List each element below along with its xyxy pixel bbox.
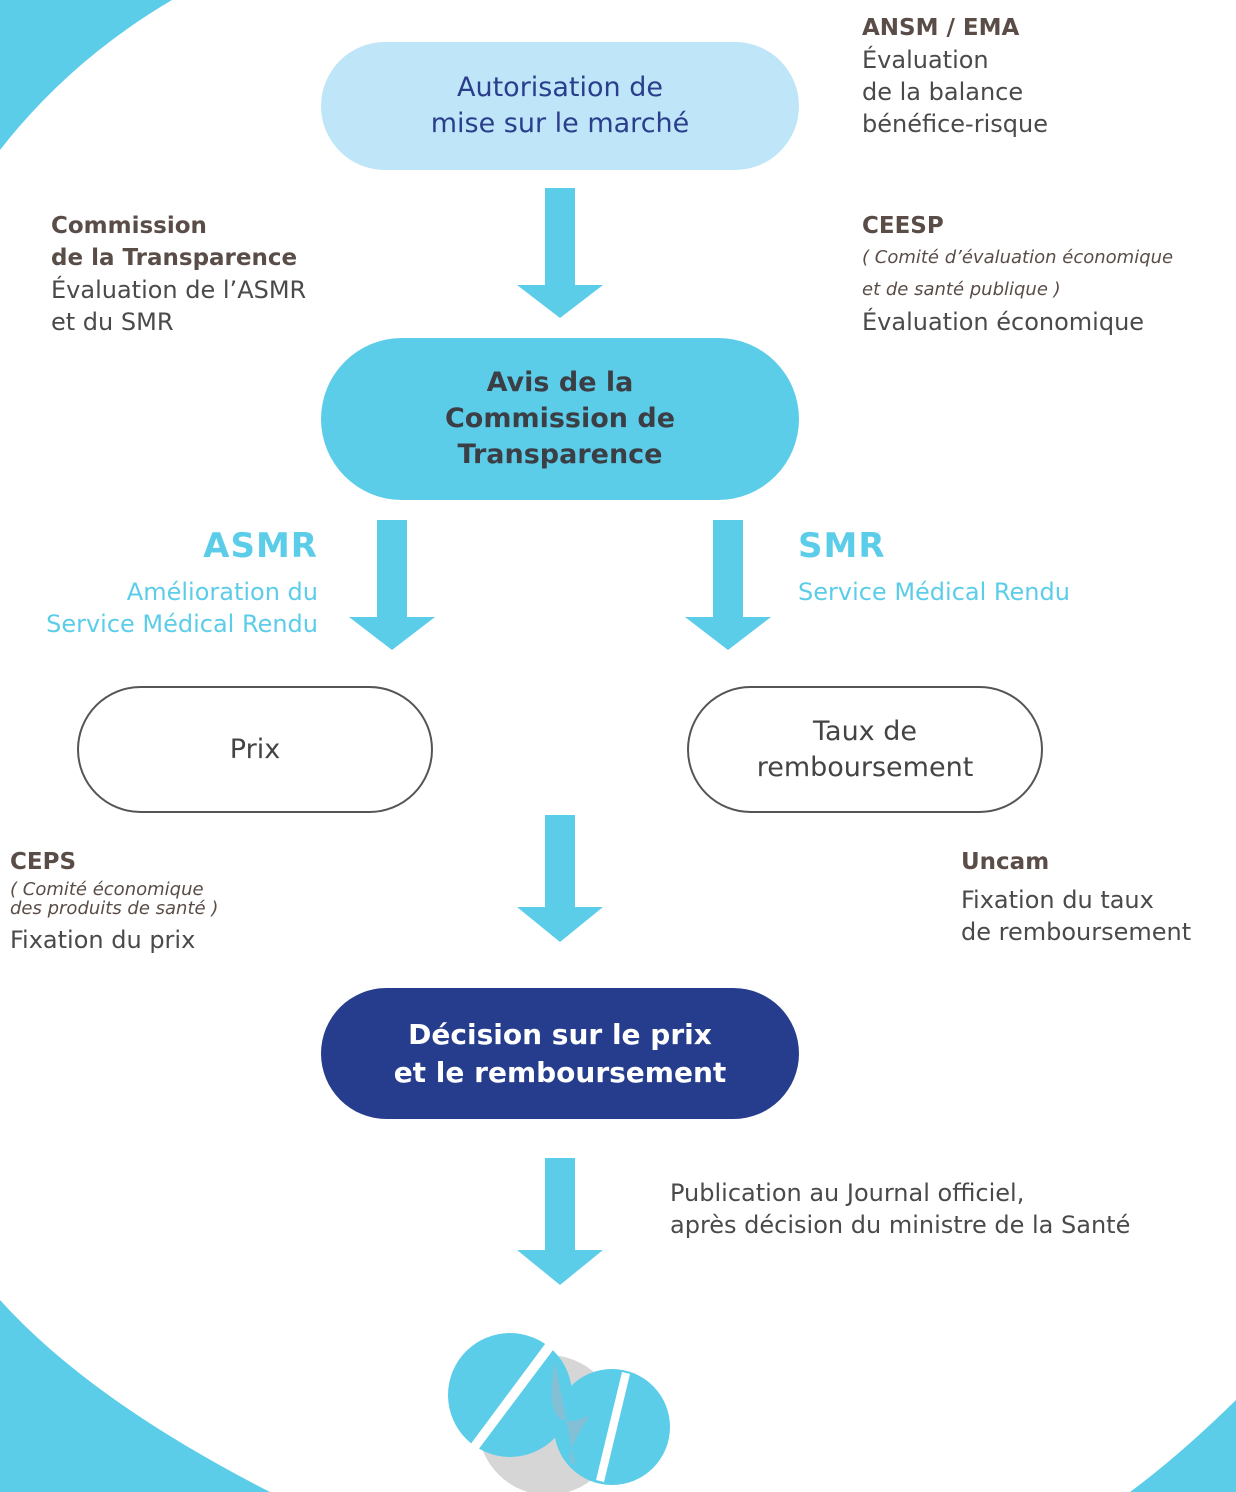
annotation-text: Service Médical Rendu [46, 610, 318, 638]
annotation-text: de la balance [862, 78, 1024, 106]
annotation-subtitle: ( Comité économique [10, 879, 204, 900]
arrow-down-icon [349, 520, 435, 650]
annotation-title: SMR [798, 526, 886, 566]
annotation-ceesp: CEESP ( Comité d’évaluation économique e… [862, 210, 1173, 338]
node-decision: Décision sur le prix et le remboursement [321, 988, 799, 1119]
node-reimbursement-rate: Taux de remboursement [687, 686, 1043, 813]
annotation-smr: SMR Service Médical Rendu [798, 526, 1070, 608]
annotation-subtitle: et de santé publique ) [862, 279, 1061, 300]
annotation-text: Évaluation de l’ASMR [51, 276, 307, 304]
annotation-text: Publication au Journal officiel, [670, 1179, 1025, 1207]
annotation-text: bénéfice-risque [862, 110, 1048, 138]
annotation-asmr: ASMR Amélioration du Service Médical Ren… [0, 526, 318, 640]
arrow-down-icon [517, 1158, 603, 1285]
node-text: Décision sur le prix [408, 1017, 712, 1051]
annotation-text: Amélioration du [126, 578, 318, 606]
node-text: Transparence [457, 439, 663, 470]
annotation-text: Évaluation [862, 46, 989, 74]
annotation-text: Fixation du prix [10, 926, 196, 954]
annotation-ansm: ANSM / EMA Évaluation de la balance béné… [862, 12, 1048, 140]
annotation-subtitle: des produits de santé ) [10, 898, 219, 919]
bottom-left-curve-shape [0, 1300, 270, 1492]
annotation-text: Service Médical Rendu [798, 578, 1070, 606]
node-text: Prix [229, 733, 281, 765]
node-price: Prix [77, 686, 433, 813]
annotation-text: de remboursement [961, 918, 1192, 946]
annotation-title: ANSM / EMA [862, 15, 1020, 41]
annotation-uncam: Uncam Fixation du taux de remboursement [961, 846, 1191, 948]
node-text: mise sur le marché [430, 108, 690, 139]
annotation-title: ASMR [203, 526, 318, 566]
annotation-publication: Publication au Journal officiel, après d… [670, 1177, 1130, 1241]
node-text: Autorisation de [457, 72, 663, 103]
annotation-title: Uncam [961, 849, 1050, 875]
arrow-down-icon [517, 188, 603, 318]
annotation-title: CEESP [862, 213, 944, 239]
node-text: Avis de la [486, 367, 634, 398]
node-text: Taux de [813, 715, 917, 747]
arrow-down-icon [685, 520, 771, 650]
annotation-text: après décision du ministre de la Santé [670, 1211, 1131, 1239]
annotation-text: Fixation du taux [961, 886, 1154, 914]
annotation-ceps: CEPS ( Comité économique des produits de… [10, 846, 218, 956]
top-left-corner-shape [0, 0, 172, 150]
annotation-subtitle: ( Comité d’évaluation économique [862, 247, 1174, 268]
node-text: et le remboursement [393, 1055, 727, 1089]
node-text: Commission de [444, 403, 676, 434]
annotation-commission-transparence: Commission de la Transparence Évaluation… [51, 210, 306, 338]
bottom-right-curve-shape [1130, 1400, 1236, 1492]
arrow-down-icon [517, 815, 603, 942]
node-text: remboursement [756, 751, 974, 783]
node-commission-opinion: Avis de la Commission de Transparence [321, 338, 799, 500]
annotation-title: Commission [51, 213, 207, 239]
annotation-title: CEPS [10, 849, 77, 875]
annotation-title: de la Transparence [51, 245, 298, 271]
annotation-text: et du SMR [51, 308, 174, 336]
pills-icon [448, 1333, 670, 1492]
annotation-text: Évaluation économique [862, 308, 1145, 336]
node-marketing-authorization: Autorisation de mise sur le marché [321, 42, 799, 170]
